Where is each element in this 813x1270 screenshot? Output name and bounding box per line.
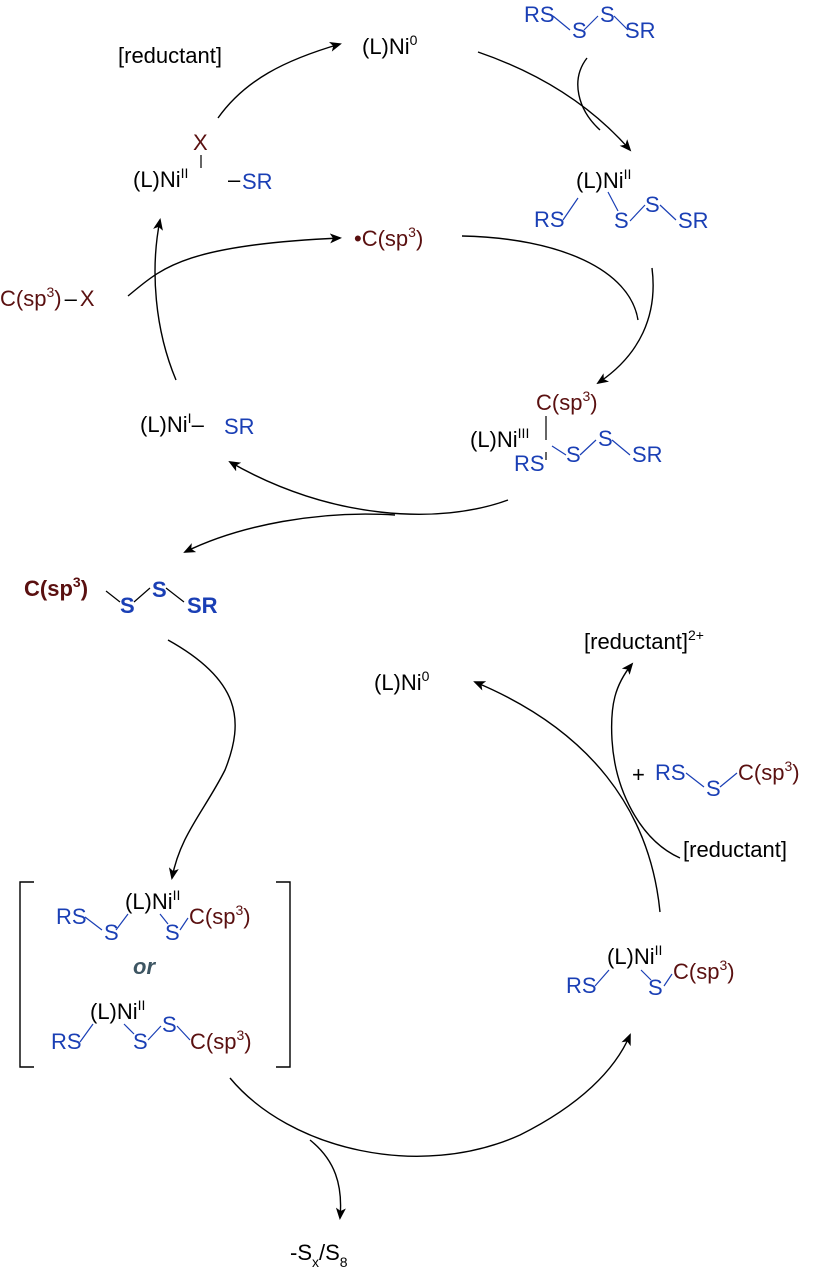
sulfur-byproduct-label: -Sx/S8 xyxy=(290,1240,348,1270)
arrow-niII-x-to-ni0 xyxy=(217,41,342,119)
svg-text:C(sp3): C(sp3) xyxy=(190,1027,252,1054)
svg-text:RS: RS xyxy=(56,904,87,929)
bracket-option-b: RS (L)NiII S S C(sp3) xyxy=(51,997,252,1054)
arrow-radical-in xyxy=(461,235,639,321)
bracket-left xyxy=(19,881,34,1068)
svg-text:RS: RS xyxy=(655,760,686,785)
svg-text:(L)NiII: (L)NiII xyxy=(90,997,145,1024)
svg-text:SR: SR xyxy=(224,414,255,439)
svg-text:+: + xyxy=(632,762,645,787)
alkyl-halide-label: C(sp3)–X xyxy=(0,284,95,311)
arrow-halide-to-radical xyxy=(127,233,342,297)
svg-text:(L)NiIII: (L)NiIII xyxy=(470,425,529,452)
svg-text:C(sp3): C(sp3) xyxy=(24,574,88,601)
svg-text:C(sp3): C(sp3) xyxy=(189,902,251,929)
or-label: or xyxy=(133,954,156,979)
niII-halide-complex: X (L)NiII – SR xyxy=(133,130,273,194)
svg-text:S: S xyxy=(645,192,660,217)
svg-text:S: S xyxy=(572,18,587,43)
arrow-niIII-to-niI xyxy=(228,460,509,515)
svg-text:C(sp3): C(sp3) xyxy=(673,957,735,984)
arrow-product-to-bracket xyxy=(167,639,236,880)
svg-text:S: S xyxy=(152,577,167,602)
svg-text:SR: SR xyxy=(187,593,218,618)
arrow-product-out xyxy=(183,513,396,553)
svg-text:SR: SR xyxy=(625,18,656,43)
niI-thiolate-complex: (L)NiI– SR xyxy=(140,410,255,439)
niII-trisulfide-complex: (L)NiII RS S S SR xyxy=(534,166,709,233)
svg-text:RS: RS xyxy=(566,973,597,998)
arrow-sx-out xyxy=(309,1139,346,1220)
niII-disulfide-complex: RS (L)NiII S C(sp3) xyxy=(566,942,735,1000)
svg-text:RS: RS xyxy=(524,2,555,27)
svg-text:RS: RS xyxy=(514,451,545,476)
bracket-right xyxy=(276,881,291,1068)
ni0-bottom-label: (L)Ni0 xyxy=(374,668,430,695)
reductant-top-label: [reductant] xyxy=(118,43,222,68)
arrow-reductant-side xyxy=(610,662,681,859)
disulfide-reagent: + RS S C(sp3) xyxy=(632,758,800,801)
bracket-option-a: RS S (L)NiII S C(sp3) xyxy=(56,887,251,945)
arrow-niII-to-ni0 xyxy=(473,681,661,913)
svg-text:S: S xyxy=(133,1029,148,1054)
reductant-2plus-label: [reductant]2+ xyxy=(584,627,704,654)
alkyl-radical-label: •C(sp3) xyxy=(354,224,423,251)
trisulfide-reagent: RS S S SR xyxy=(524,2,656,43)
svg-text:SR: SR xyxy=(632,442,663,467)
svg-text:S: S xyxy=(566,442,581,467)
svg-text:–: – xyxy=(228,167,241,192)
svg-text:C(sp3): C(sp3) xyxy=(536,388,598,415)
svg-text:S: S xyxy=(598,426,613,451)
niIII-complex: C(sp3) (L)NiIII RS S S SR xyxy=(470,388,663,476)
product-trisulfide: C(sp3) S S SR xyxy=(24,574,218,618)
svg-text:(L)NiII: (L)NiII xyxy=(125,887,180,914)
reductant-bottom-label: [reductant] xyxy=(683,837,787,862)
arrow-bracket-to-niII xyxy=(229,1033,631,1157)
arrow-ni0-to-niII xyxy=(477,51,632,152)
arrow-niII-to-niIII xyxy=(596,267,654,385)
svg-text:S: S xyxy=(165,920,180,945)
svg-text:S: S xyxy=(162,1012,177,1037)
svg-text:S: S xyxy=(648,975,663,1000)
svg-text:X: X xyxy=(193,130,208,155)
svg-text:RS: RS xyxy=(51,1029,82,1054)
svg-text:(L)NiII: (L)NiII xyxy=(576,166,631,193)
svg-text:S: S xyxy=(600,2,615,27)
svg-text:SR: SR xyxy=(242,169,273,194)
svg-text:(L)NiII: (L)NiII xyxy=(607,942,662,969)
svg-text:(L)NiII: (L)NiII xyxy=(133,165,188,192)
svg-text:S: S xyxy=(120,593,135,618)
svg-text:C(sp3): C(sp3) xyxy=(738,758,800,785)
arrow-niI-to-niII-x xyxy=(153,218,177,381)
svg-text:S: S xyxy=(706,776,721,801)
arrow-trisulfide-in xyxy=(577,57,601,131)
svg-text:(L)NiI–: (L)NiI– xyxy=(140,410,205,437)
svg-text:S: S xyxy=(104,920,119,945)
ni0-top-label: (L)Ni0 xyxy=(362,32,418,59)
svg-text:S: S xyxy=(614,208,629,233)
svg-text:SR: SR xyxy=(678,208,709,233)
svg-text:RS: RS xyxy=(534,207,565,232)
